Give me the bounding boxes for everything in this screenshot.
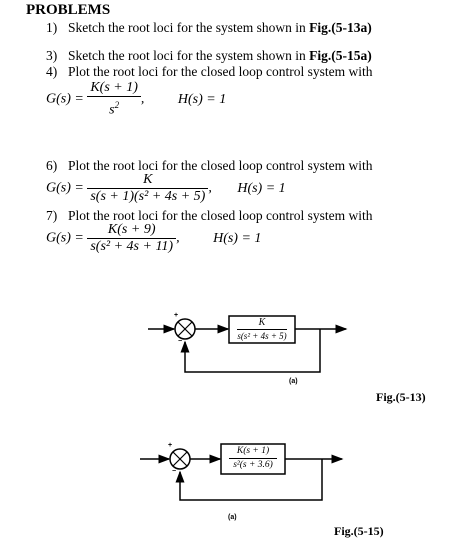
problem-text: Sketch the root loci for the system show… (68, 20, 310, 35)
transfer-function: K s(s + 1)(s² + 4s + 5) (87, 172, 209, 205)
feedback-function: H(s) = 1 (177, 91, 227, 107)
problem-number: 4) (46, 64, 58, 79)
equation-lhs: G(s) = (46, 91, 84, 107)
problem-7: 7) Plot the root loci for the closed loop… (46, 208, 372, 224)
denominator: s(s + 1)(s² + 4s + 5) (90, 189, 206, 204)
problem-text: Plot the root loci for the closed loop c… (68, 64, 373, 79)
problem-number: 7) (46, 208, 58, 223)
problem-number: 1) (46, 20, 58, 35)
plant-block (220, 443, 286, 475)
denominator-exponent: 2 (114, 100, 120, 110)
numerator: K(s + 9) (87, 222, 177, 239)
feedback-function: H(s) = 1 (237, 180, 286, 196)
problem-text: Plot the root loci for the closed loop c… (68, 158, 373, 173)
figure-label: Fig.(5-13) (376, 390, 426, 404)
figure-sublabel: (a) (228, 514, 237, 521)
figure-reference: Fig.(5-15a) (309, 48, 372, 63)
problem-3: 3) Sketch the root loci for the system sh… (46, 48, 372, 64)
plant-block-label: K s(s² + 4s + 5) (229, 316, 295, 342)
feedback-path (180, 329, 321, 373)
denominator: s(s² + 4s + 11) (90, 239, 174, 254)
equation-lhs: G(s) = (46, 180, 84, 196)
equation-comma: , (140, 91, 145, 107)
equation-comma: , (208, 180, 212, 196)
transfer-function: K(s + 1) s2 (87, 80, 141, 119)
problem-1: 1) Sketch the root loci for the system sh… (46, 20, 372, 36)
figure-label: Fig.(5-15) (334, 524, 384, 538)
problem-4: 4) Plot the root loci for the closed loop… (46, 64, 372, 80)
problem-6: 6) Plot the root loci for the closed loop… (46, 158, 372, 174)
equation-problem-6: G(s) = K s(s + 1)(s² + 4s + 5) , H(s) = … (46, 172, 286, 205)
equation-problem-4: G(s) = K(s + 1) s2 , H(s) = 1 (46, 80, 226, 119)
equation-problem-7: G(s) = K(s + 9) s(s² + 4s + 11) , H(s) =… (46, 222, 261, 255)
block-numerator: K(s + 1) (229, 445, 277, 459)
denominator: s2 (87, 97, 141, 119)
transfer-function: K(s + 9) s(s² + 4s + 11) (87, 222, 177, 255)
block-denominator: s(s² + 4s + 5) (237, 331, 287, 341)
minus-sign: − (178, 338, 183, 345)
numerator: K(s + 1) (87, 80, 141, 97)
feedback-path (175, 459, 323, 501)
problem-number: 3) (46, 48, 58, 63)
block-numerator: K (237, 317, 287, 330)
problem-text: Plot the root loci for the closed loop c… (68, 208, 373, 223)
equation-lhs: G(s) = (46, 230, 84, 246)
plus-sign: + (174, 312, 179, 319)
figure-reference: Fig.(5-13a) (309, 20, 372, 35)
figure-sublabel: (a) (289, 378, 298, 385)
problem-number: 6) (46, 158, 58, 173)
feedback-function: H(s) = 1 (213, 230, 262, 246)
fig-5-15-diagram (140, 443, 344, 501)
numerator: K (87, 172, 209, 189)
equation-comma: , (176, 230, 180, 246)
plant-block-label: K(s + 1) s²(s + 3.6) (221, 445, 285, 472)
section-title: PROBLEMS (26, 2, 111, 18)
denominator-base: s (109, 102, 115, 118)
plus-sign: + (168, 442, 173, 449)
problem-text: Sketch the root loci for the system show… (68, 48, 310, 63)
minus-sign: − (172, 468, 177, 475)
block-denominator: s²(s + 3.6) (233, 460, 273, 470)
